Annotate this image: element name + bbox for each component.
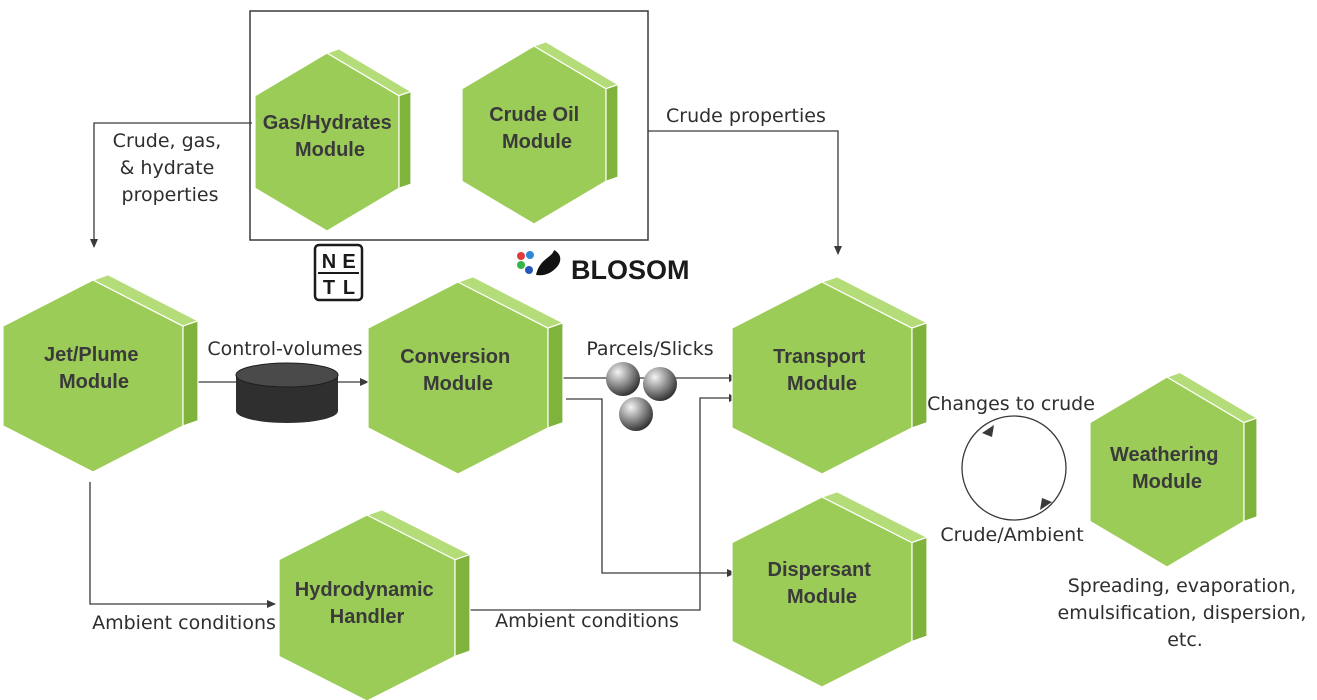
parcel-spheres bbox=[606, 362, 677, 431]
weathering-module-block bbox=[1089, 371, 1258, 568]
crude-oil-module-label: Crude Oil Module bbox=[489, 104, 585, 153]
weathering-processes-label: Spreading, evaporation, emulsification, … bbox=[1058, 575, 1313, 651]
dispersant-module-block bbox=[731, 491, 928, 688]
cycle-arrowhead-bottom bbox=[1040, 498, 1052, 510]
svg-text:E: E bbox=[342, 251, 355, 273]
control-volumes-label: Control-volumes bbox=[207, 338, 362, 360]
gas-hydrates-module-label: Gas/Hydrates Module bbox=[263, 112, 398, 161]
parcel-sphere bbox=[606, 362, 640, 396]
changes-to-crude-label: Changes to crude bbox=[927, 393, 1095, 415]
control-volume-cylinder bbox=[235, 362, 339, 423]
conversion-module-label: Conversion Module bbox=[400, 346, 516, 395]
netl-logo: N E T L bbox=[313, 243, 364, 302]
crude-properties-label: Crude properties bbox=[666, 105, 826, 127]
svg-text:T: T bbox=[323, 277, 335, 299]
svg-text:N: N bbox=[322, 251, 336, 273]
parcel-sphere bbox=[619, 397, 653, 431]
property-modules-frame bbox=[249, 10, 649, 241]
connectors bbox=[89, 122, 1067, 611]
gas-hydrates-module-block bbox=[254, 48, 412, 232]
weathering-module-label: Weathering Module bbox=[1110, 444, 1224, 493]
exchange-cycle-circle bbox=[961, 415, 1067, 521]
parcels-slicks-label: Parcels/Slicks bbox=[586, 338, 713, 360]
transport-module-label: Transport Module bbox=[773, 346, 871, 395]
dispersant-module-label: Dispersant Module bbox=[768, 559, 877, 608]
arrow-jet-to-hydrodynamic bbox=[89, 482, 276, 608]
hydrodynamic-handler-label: Hydrodynamic Handler bbox=[295, 579, 440, 628]
crude-ambient-label: Crude/Ambient bbox=[940, 524, 1083, 546]
jet-plume-module-block bbox=[2, 274, 199, 473]
properties-flow-label: Crude, gas, & hydrate properties bbox=[113, 130, 228, 206]
parcel-sphere bbox=[643, 367, 677, 401]
svg-text:BLOSOM: BLOSOM bbox=[571, 255, 690, 285]
blosom-logo: BLOSOM bbox=[517, 250, 690, 285]
arrow-conversion-to-dispersant bbox=[566, 398, 736, 577]
cycle-arrowhead-top bbox=[982, 425, 994, 437]
hydrodynamic-handler-block bbox=[278, 509, 471, 700]
crude-oil-module-block bbox=[461, 41, 619, 225]
arrow-hydrodynamic-to-transport bbox=[470, 394, 738, 611]
jet-plume-module-label: Jet/Plume Module bbox=[44, 344, 144, 393]
transport-module-block bbox=[731, 276, 928, 475]
conversion-module-block bbox=[367, 276, 564, 475]
arrow-properties-to-jet bbox=[90, 122, 252, 248]
ambient-conditions-left-label: Ambient conditions bbox=[92, 612, 276, 634]
ambient-conditions-mid-label: Ambient conditions bbox=[495, 610, 679, 632]
arrow-crude-to-transport bbox=[648, 130, 842, 255]
svg-text:L: L bbox=[343, 277, 355, 299]
